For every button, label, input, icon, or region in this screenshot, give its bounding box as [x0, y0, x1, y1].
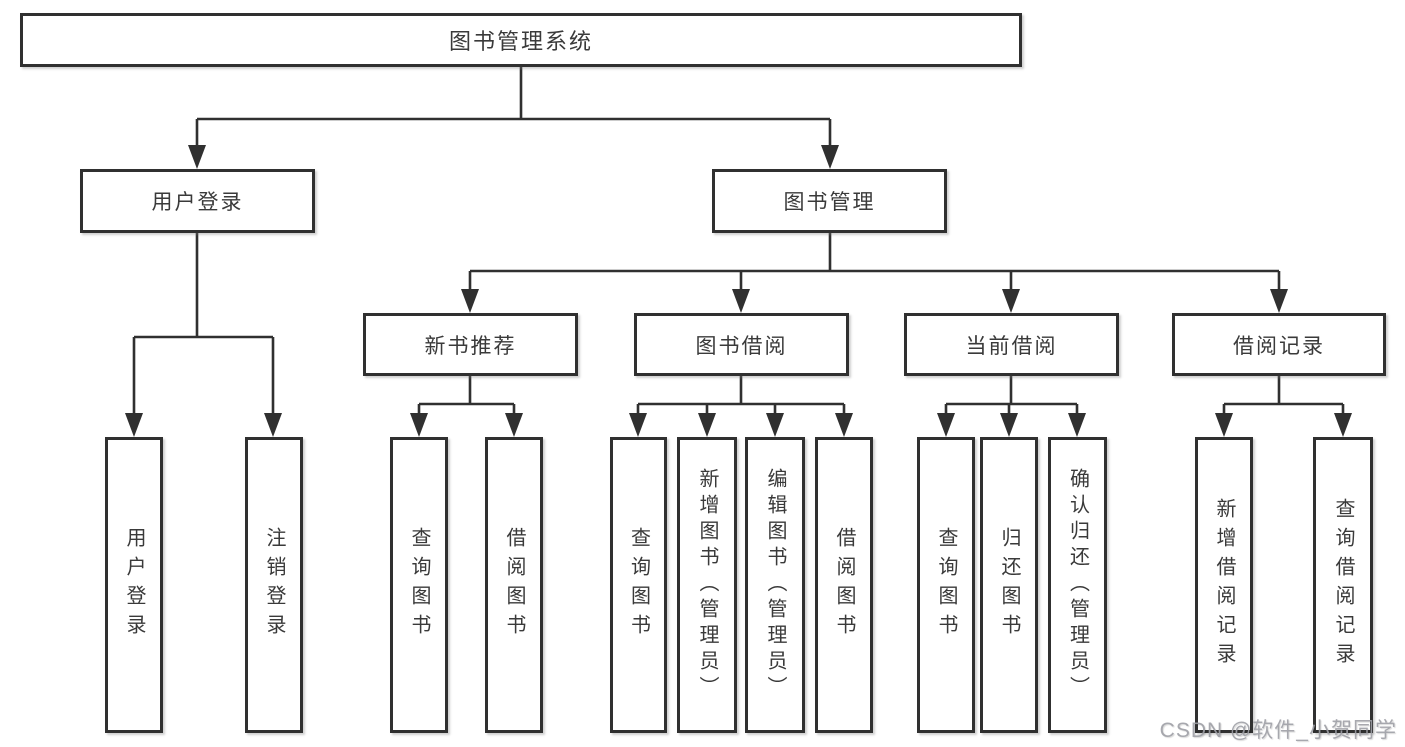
- leaf-logout: 注销登录: [245, 437, 303, 733]
- leaf-query-books-current-label: 查询图书: [935, 527, 957, 643]
- leaf-return-books: 归还图书: [980, 437, 1038, 733]
- leaf-query-borrow-record: 查询借阅记录: [1313, 437, 1373, 733]
- node-user-login: 用户登录: [80, 169, 315, 233]
- leaf-add-borrow-record: 新增借阅记录: [1195, 437, 1253, 733]
- leaf-edit-books-admin: 编辑图书（管理员）: [745, 437, 805, 733]
- leaf-borrow-books-recommend-label: 借阅图书: [503, 527, 525, 643]
- leaf-query-borrow-record-label: 查询借阅记录: [1332, 498, 1354, 672]
- leaf-query-books-borrow: 查询图书: [610, 437, 667, 733]
- node-root-library-system: 图书管理系统: [20, 13, 1022, 67]
- leaf-borrow-books-label: 借阅图书: [833, 527, 855, 643]
- csdn-watermark: CSDN @软件_小贺同学: [1159, 719, 1397, 742]
- leaf-confirm-return-admin: 确认归还（管理员）: [1048, 437, 1107, 733]
- leaf-add-books-admin: 新增图书（管理员）: [677, 437, 737, 733]
- arrowhead-icons: [125, 145, 1352, 437]
- leaf-query-books-borrow-label: 查询图书: [627, 527, 650, 643]
- leaf-edit-books-admin-label: 编辑图书（管理员）: [764, 468, 786, 702]
- leaf-confirm-return-admin-label: 确认归还（管理员）: [1066, 468, 1089, 702]
- leaf-borrow-books-recommend: 借阅图书: [485, 437, 543, 733]
- leaf-borrow-books: 借阅图书: [815, 437, 873, 733]
- leaf-add-borrow-record-label: 新增借阅记录: [1213, 498, 1235, 672]
- leaf-query-books-current: 查询图书: [917, 437, 975, 733]
- leaf-query-books-recommend: 查询图书: [390, 437, 448, 733]
- leaf-logout-label: 注销登录: [263, 527, 285, 643]
- leaf-user-login-label: 用户登录: [123, 527, 145, 643]
- leaf-add-books-admin-label: 新增图书（管理员）: [696, 468, 718, 702]
- leaf-user-login: 用户登录: [105, 437, 163, 733]
- node-book-management: 图书管理: [712, 169, 947, 233]
- node-book-borrow: 图书借阅: [634, 313, 849, 376]
- node-borrow-records: 借阅记录: [1172, 313, 1386, 376]
- node-new-book-recommend: 新书推荐: [363, 313, 578, 376]
- node-current-borrow: 当前借阅: [904, 313, 1119, 376]
- leaf-return-books-label: 归还图书: [998, 527, 1020, 643]
- leaf-query-books-recommend-label: 查询图书: [408, 527, 430, 643]
